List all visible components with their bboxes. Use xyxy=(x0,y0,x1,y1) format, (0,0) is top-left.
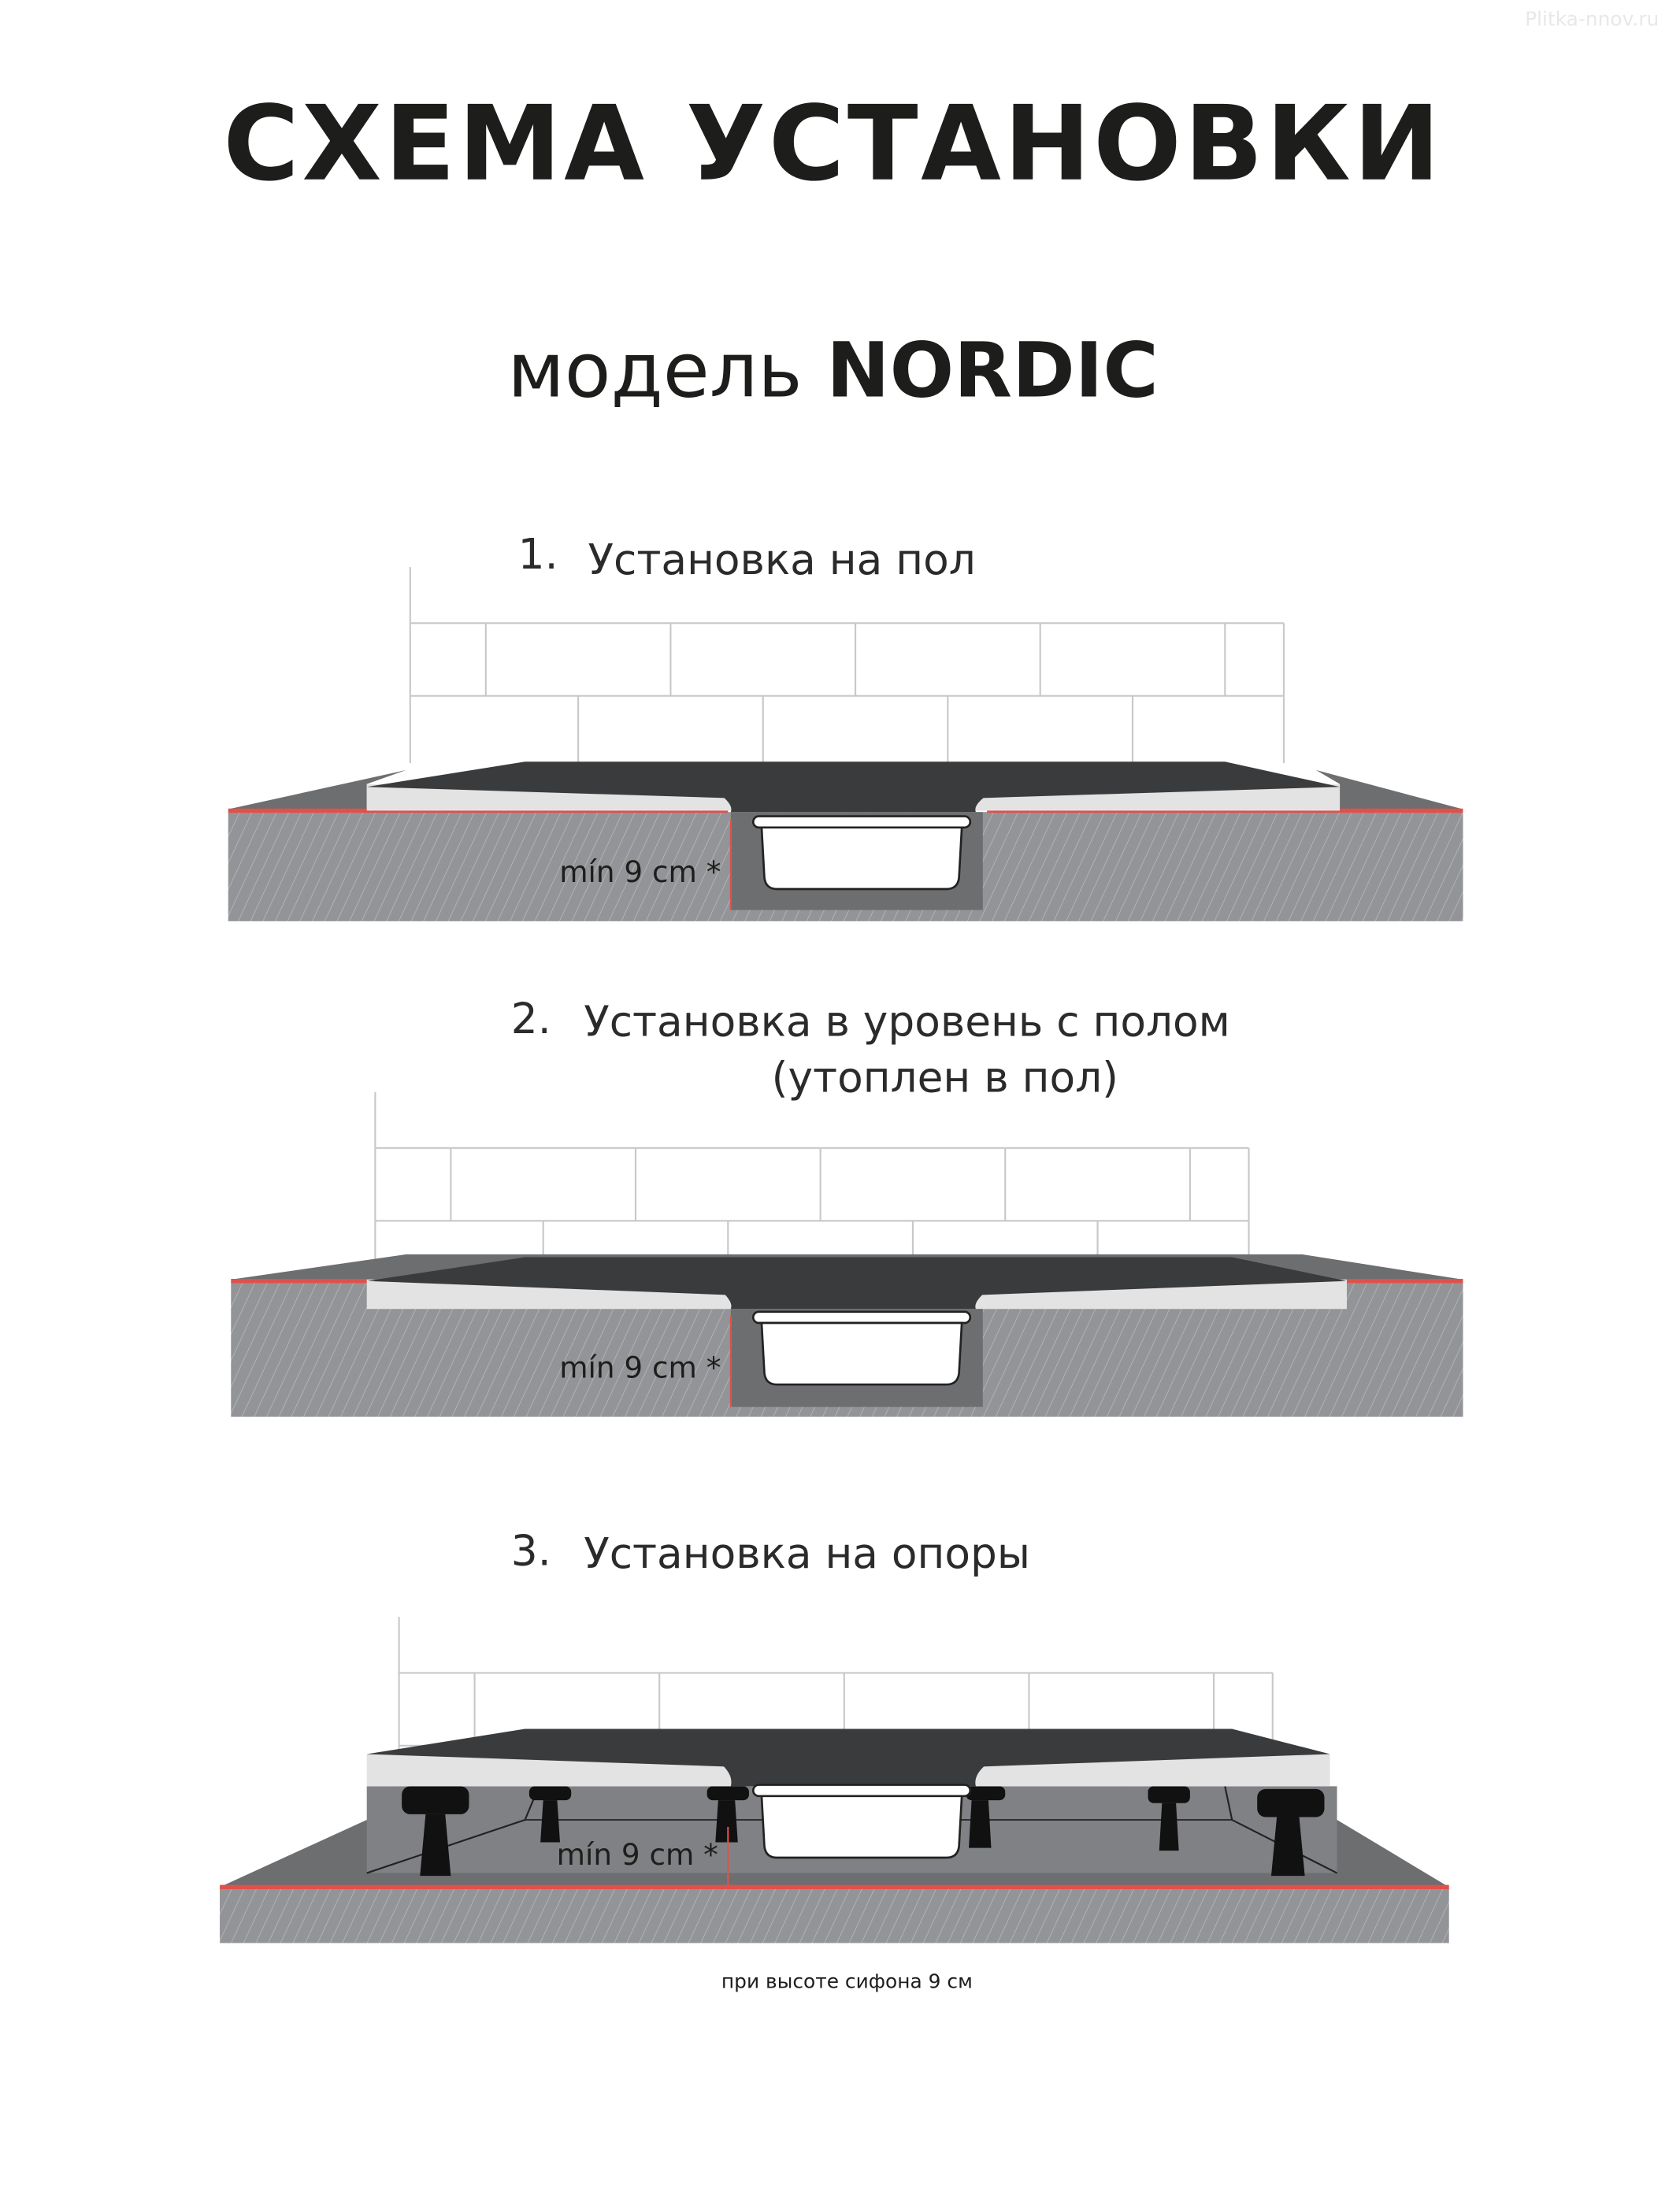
step-2-dimension: mín 9 cm * xyxy=(559,1350,721,1384)
step-3-title: Установка на опоры xyxy=(584,1529,1030,1578)
step-3-dimension: mín 9 cm * xyxy=(557,1837,718,1872)
step-2-subtitle: (утоплен в пол) xyxy=(772,1054,1118,1102)
model-prefix: модель xyxy=(507,326,802,414)
support-leg xyxy=(402,1786,469,1877)
shower-tray-top xyxy=(366,761,1341,798)
support-leg xyxy=(966,1786,1006,1848)
watermark: Plitka-nnov.ru xyxy=(1525,7,1659,30)
step-2-title: Установка в уровень с полом xyxy=(584,998,1230,1047)
siphon xyxy=(751,1310,972,1386)
step-2-number: 2. xyxy=(511,995,551,1043)
adjustable-supports xyxy=(402,1786,1325,1877)
footnote: при высоте сифона 9 см xyxy=(721,1969,973,1992)
floor-slab xyxy=(220,1887,1449,1943)
support-leg xyxy=(528,1786,572,1843)
wall-tiles xyxy=(409,566,1285,765)
step-2-flush-installation: 2. Установка в уровень с полом (утоплен … xyxy=(231,995,1463,1417)
page-title: СХЕМА УСТАНОВКИ xyxy=(223,84,1443,205)
step-1-number: 1. xyxy=(518,530,558,579)
step-3-supports-installation: 3. Установка на опоры mín 9 cm * xyxy=(220,1527,1449,1943)
step-3-number: 3. xyxy=(511,1527,551,1576)
support-leg xyxy=(1148,1786,1190,1851)
support-leg xyxy=(706,1786,749,1843)
shower-tray-top xyxy=(366,1257,1347,1295)
shower-tray-top xyxy=(366,1728,1330,1767)
siphon xyxy=(751,815,972,891)
support-leg xyxy=(1257,1788,1325,1877)
siphon xyxy=(751,1784,972,1859)
step-1-title: Установка на пол xyxy=(588,535,976,584)
step-1-floor-installation: 1. Установка на пол mín 9 cm * xyxy=(228,530,1463,921)
model-heading: модель NORDIC xyxy=(507,326,1159,414)
step-1-dimension: mín 9 cm * xyxy=(559,854,721,889)
model-name: NORDIC xyxy=(826,326,1159,414)
